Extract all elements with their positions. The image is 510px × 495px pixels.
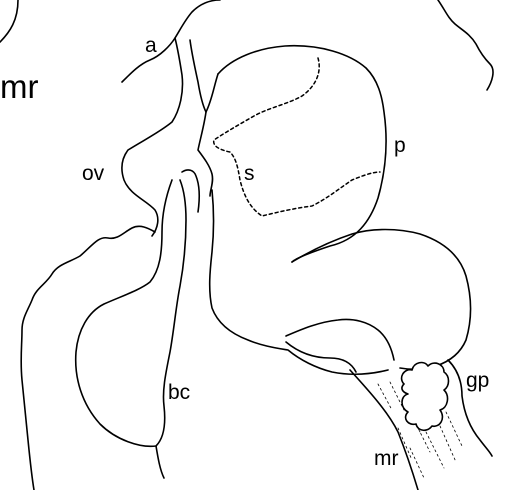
label-s: s bbox=[244, 163, 255, 184]
outline-gut-inner bbox=[286, 319, 394, 360]
outline-right-wavy bbox=[438, 0, 493, 90]
outline-bc-lower-line bbox=[156, 446, 164, 478]
outline-top-left-fragment bbox=[0, 0, 18, 42]
gland-gp-cluster bbox=[402, 363, 449, 431]
label-gp: gp bbox=[466, 370, 489, 391]
hatch-mark bbox=[446, 412, 462, 446]
outline-stalk-right bbox=[190, 40, 218, 112]
label-bc: bc bbox=[168, 382, 190, 403]
outline-bc-duct-inner bbox=[182, 170, 199, 212]
label-mr-large: mr bbox=[0, 70, 38, 103]
hatch-mark bbox=[378, 384, 392, 410]
hatch-mark bbox=[426, 432, 444, 468]
outline-gut-left bbox=[210, 190, 388, 374]
hatch-mark bbox=[440, 426, 456, 462]
outline-stalk-left bbox=[122, 38, 183, 236]
outline-left-wavy bbox=[21, 226, 155, 490]
label-p: p bbox=[394, 135, 406, 156]
hatch-mark bbox=[398, 428, 412, 460]
region-s-dashed bbox=[214, 58, 380, 216]
outline-bc-sac bbox=[76, 180, 186, 446]
outline-sac-inner-left bbox=[198, 112, 213, 196]
label-a: a bbox=[145, 35, 157, 56]
outline-sac-p bbox=[218, 46, 386, 262]
outline-a-stalk bbox=[122, 0, 220, 82]
label-mr-small: mr bbox=[374, 448, 399, 469]
label-ov: ov bbox=[82, 163, 104, 184]
